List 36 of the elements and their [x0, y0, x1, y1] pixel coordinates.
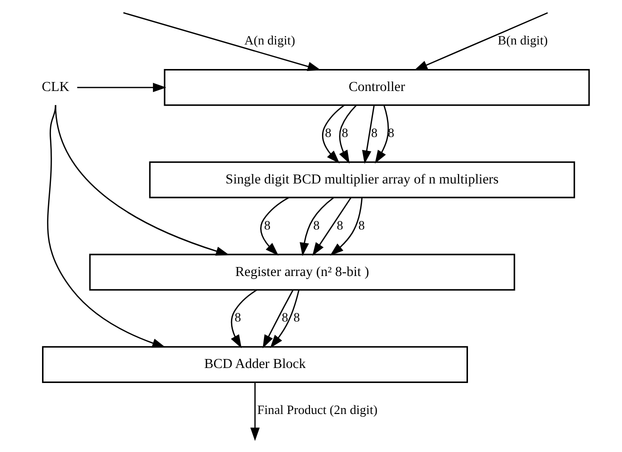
edge-label: 8 [293, 310, 300, 325]
node-box: Register array (n² 8-bit ) [88, 254, 515, 291]
node-text: CLK [41, 79, 69, 94]
arrow [322, 104, 344, 164]
arrow [338, 104, 356, 164]
arrow [330, 198, 362, 256]
edge-label: 8 [336, 218, 343, 232]
edge-label: 8 [324, 126, 331, 140]
edge-label: 8 [358, 218, 364, 232]
edge-label: 8 [370, 126, 378, 140]
edge-label: Final Product (2n digit) [256, 403, 377, 418]
arrow [260, 197, 289, 256]
edge-label: 8 [341, 126, 348, 140]
arrow [374, 105, 388, 164]
edge-label: 8 [264, 218, 270, 232]
arrow [54, 105, 229, 256]
node-box: Single digit BCD multiplier array of n multipliers [148, 161, 575, 198]
arrow [76, 82, 166, 92]
arrow [230, 289, 257, 348]
arrow [122, 12, 320, 72]
arrow [299, 197, 334, 256]
edge-label: 8 [234, 310, 241, 325]
arrow [250, 382, 260, 442]
node-box: Controller [163, 69, 590, 106]
edge-label: 8 [387, 126, 394, 140]
arrow [262, 290, 294, 348]
edge-label: 8 [312, 218, 320, 232]
arrow [362, 105, 374, 164]
arrow [270, 290, 299, 348]
edge-label: A(n digit) [244, 34, 295, 48]
arrow [312, 197, 351, 256]
edge-label: B(n digit) [497, 34, 548, 48]
edge-label: 8 [281, 310, 288, 325]
node-box: BCD Adder Block [42, 346, 468, 383]
arrow [414, 12, 548, 70]
arrow [46, 105, 166, 348]
